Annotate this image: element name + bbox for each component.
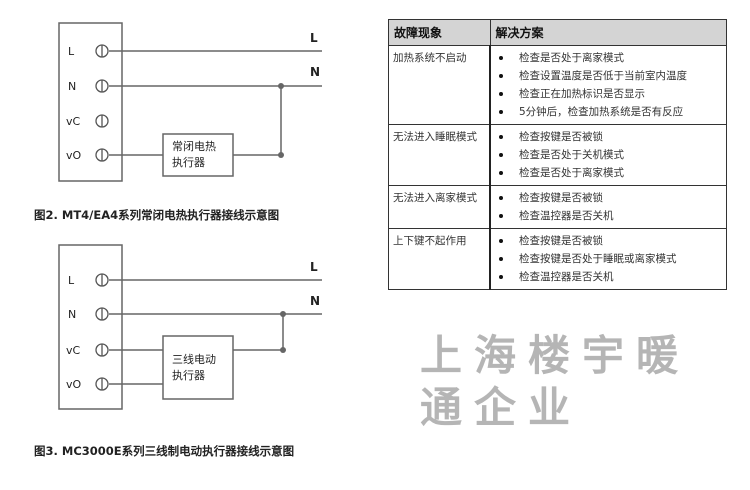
- line-label-n: N: [310, 294, 320, 308]
- solution-item: 检查正在加热标识是否显示: [495, 85, 722, 103]
- terminal-label: L: [68, 274, 75, 287]
- solution-item: 检查按键是否被锁: [495, 189, 722, 207]
- terminal-label: vO: [66, 149, 82, 162]
- symptom-cell: 无法进入离家模式: [388, 185, 491, 229]
- table-header-row: 故障现象 解决方案: [388, 19, 727, 46]
- terminal-label: N: [68, 80, 76, 93]
- solution-item: 检查按键是否处于睡眠或离家模式: [495, 250, 722, 268]
- screw-terminal-icons: [95, 44, 109, 391]
- symptom-cell: 上下键不起作用: [388, 228, 491, 290]
- solution-item: 检查按键是否被锁: [495, 128, 722, 146]
- actuator-box-2: [162, 335, 234, 400]
- figure-caption-2: 图2. MT4/EA4系列常闭电热执行器接线示意图: [34, 208, 280, 222]
- troubleshooting-table: 故障现象 解决方案 加热系统不启动 检查是否处于离家模式 检查设置温度是否低于当…: [388, 19, 727, 290]
- terminal-label: vC: [66, 344, 81, 357]
- line-label-n: N: [310, 65, 320, 79]
- table-row: 加热系统不启动 检查是否处于离家模式 检查设置温度是否低于当前室内温度 检查正在…: [388, 45, 727, 125]
- line-label-l: L: [310, 31, 318, 45]
- solution-item: 检查是否处于离家模式: [495, 49, 722, 67]
- table-row: 无法进入离家模式 检查按键是否被锁 检查温控器是否关机: [388, 185, 727, 229]
- device-label: 常闭电热: [172, 140, 216, 153]
- solution-item: 检查温控器是否关机: [495, 207, 722, 225]
- solution-item: 检查按键是否被锁: [495, 232, 722, 250]
- figure-caption-3: 图3. MC3000E系列三线制电动执行器接线示意图: [34, 444, 295, 458]
- terminal-label: N: [68, 308, 76, 321]
- device-label: 执行器: [172, 368, 205, 382]
- header-symptom: 故障现象: [388, 19, 491, 46]
- line-label-l: L: [310, 260, 318, 274]
- solution-item: 检查设置温度是否低于当前室内温度: [495, 67, 722, 85]
- solution-item: 检查是否处于离家模式: [495, 164, 722, 182]
- symptom-cell: 加热系统不启动: [388, 45, 491, 125]
- terminal-block-1: [58, 22, 123, 182]
- header-solution: 解决方案: [489, 19, 727, 46]
- device-label: 执行器: [172, 155, 205, 169]
- solution-item: 5分钟后，检查加热系统是否有反应: [495, 103, 722, 121]
- solution-item: 检查温控器是否关机: [495, 268, 722, 286]
- solution-item: 检查是否处于关机模式: [495, 146, 722, 164]
- terminal-label: vC: [66, 115, 81, 128]
- terminal-label: vO: [66, 378, 82, 391]
- table-row: 上下键不起作用 检查按键是否被锁 检查按键是否处于睡眠或离家模式 检查温控器是否…: [388, 228, 727, 290]
- device-label: 三线电动: [172, 352, 216, 366]
- terminal-label: L: [68, 45, 75, 58]
- watermark: 上海楼宇暖通企业: [420, 331, 691, 432]
- symptom-cell: 无法进入睡眠模式: [388, 124, 491, 186]
- terminal-block-2: [58, 244, 123, 410]
- table-row: 无法进入睡眠模式 检查按键是否被锁 检查是否处于关机模式 检查是否处于离家模式: [388, 124, 727, 186]
